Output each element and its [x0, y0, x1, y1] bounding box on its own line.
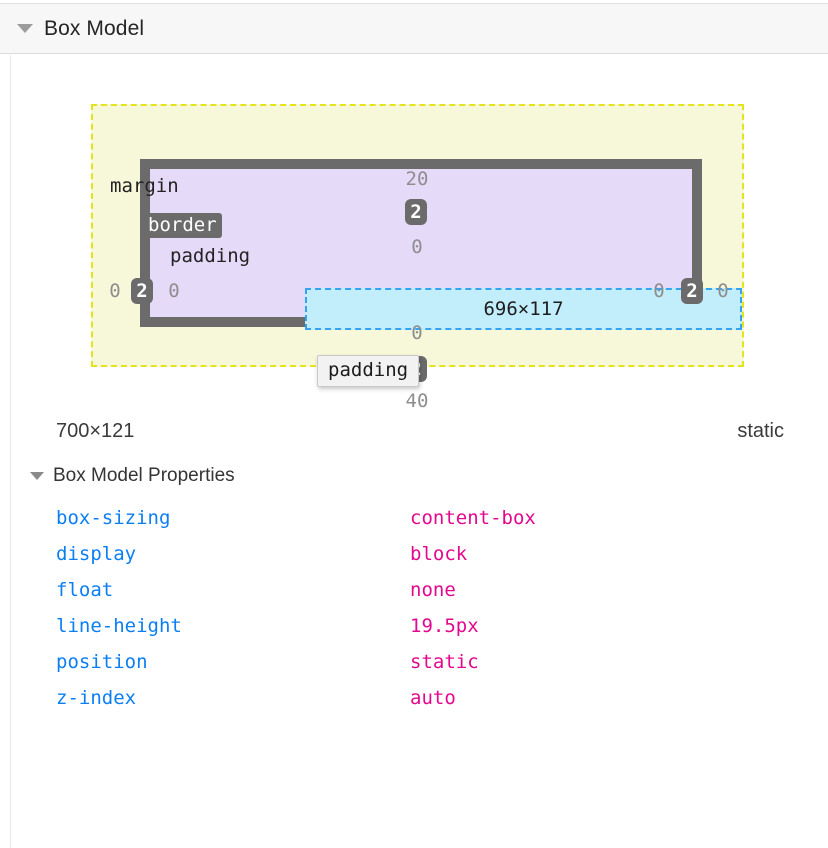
padding-top-value[interactable]: 0: [411, 236, 423, 258]
triangle-down-icon[interactable]: [17, 24, 33, 33]
margin-layer-label: margin: [110, 175, 179, 197]
property-value[interactable]: content-box: [410, 507, 536, 529]
padding-right-value[interactable]: 0: [653, 280, 665, 302]
table-row[interactable]: box-sizing content-box: [0, 500, 828, 536]
element-position-label: static: [737, 420, 784, 442]
border-layer-label: border: [143, 213, 222, 238]
padding-left-value[interactable]: 0: [168, 280, 180, 302]
box-model-properties-title: Box Model Properties: [53, 465, 235, 486]
box-model-properties-list: box-sizing content-box display block flo…: [0, 500, 828, 716]
property-value[interactable]: auto: [410, 687, 456, 709]
property-value[interactable]: block: [410, 543, 468, 565]
margin-right-value[interactable]: 0: [717, 280, 729, 302]
property-value[interactable]: static: [410, 651, 479, 673]
property-name[interactable]: display: [56, 543, 137, 565]
box-model-section-header[interactable]: Box Model: [0, 3, 828, 54]
property-name[interactable]: line-height: [56, 615, 182, 637]
property-name[interactable]: z-index: [56, 687, 137, 709]
property-name[interactable]: float: [56, 579, 114, 601]
border-left-value[interactable]: 2: [131, 278, 153, 304]
table-row[interactable]: float none: [0, 572, 828, 608]
border-right-value[interactable]: 2: [681, 278, 703, 304]
box-model-diagram[interactable]: 696×117 margin border padding 20 2 0 0 2…: [0, 54, 828, 412]
content-size-label: 696×117: [483, 298, 564, 320]
property-name[interactable]: position: [56, 651, 148, 673]
table-row[interactable]: display block: [0, 536, 828, 572]
table-row[interactable]: position static: [0, 644, 828, 680]
box-model-tooltip: padding: [317, 355, 420, 387]
property-name[interactable]: box-sizing: [56, 507, 171, 529]
table-row[interactable]: line-height 19.5px: [0, 608, 828, 644]
margin-left-value[interactable]: 0: [109, 280, 121, 302]
page-title: Box Model: [44, 16, 145, 40]
left-gutter-divider: [10, 55, 11, 848]
property-value[interactable]: 19.5px: [410, 615, 479, 637]
triangle-down-icon[interactable]: [30, 472, 44, 480]
margin-top-value[interactable]: 20: [405, 168, 429, 190]
property-value[interactable]: none: [410, 579, 456, 601]
box-model-properties-header[interactable]: Box Model Properties: [0, 462, 235, 490]
content-region[interactable]: 696×117: [305, 288, 742, 330]
element-size-label: 700×121: [56, 420, 135, 442]
padding-layer-label: padding: [170, 245, 251, 267]
margin-bottom-value[interactable]: 40: [405, 390, 429, 412]
border-region[interactable]: 696×117: [140, 159, 742, 330]
padding-bottom-value[interactable]: 0: [411, 322, 423, 344]
table-row[interactable]: z-index auto: [0, 680, 828, 716]
box-model-summary: 700×121 static: [0, 420, 828, 454]
border-top-value[interactable]: 2: [405, 199, 427, 225]
